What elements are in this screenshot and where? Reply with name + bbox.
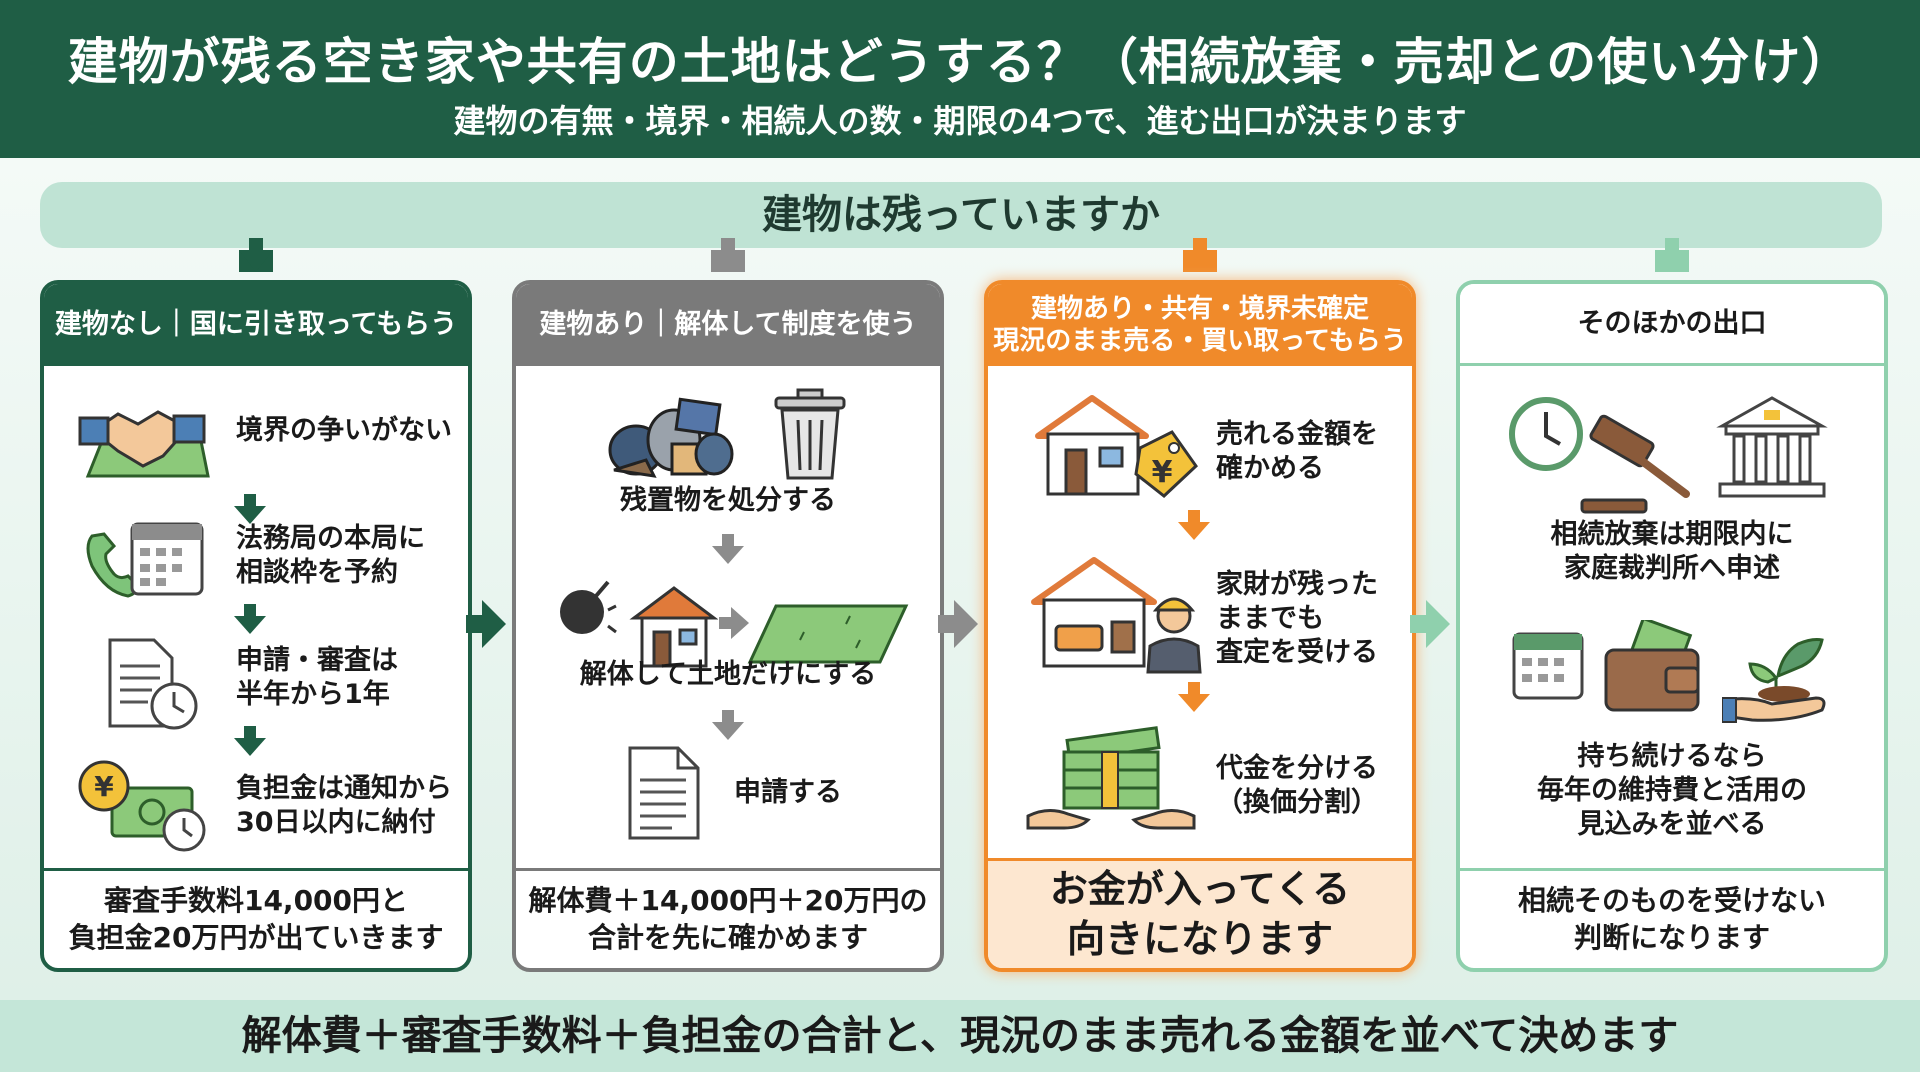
column-foot: 相続そのものを受けない 判断になります (1460, 868, 1884, 968)
column-head: そのほかの出口 (1460, 284, 1884, 366)
column-other-exits: そのほかの出口 相続放棄は期限内に 家庭裁判所へ申述 持ち続けるなら 毎年の維持… (1456, 280, 1888, 972)
house-furniture-worker-icon (1031, 557, 1202, 674)
money-hands-icon (1026, 726, 1196, 830)
flow-arrow-shaft-3 (1410, 615, 1428, 633)
wallet-icon (1604, 620, 1700, 712)
step-text: 解体して土地だけにする (579, 659, 877, 690)
step-arrow (234, 726, 266, 756)
document-icon (628, 746, 700, 840)
step-text: 負担金は通知から 30日以内に納付 (236, 773, 452, 838)
yen-money-clock-icon: ¥ (78, 760, 206, 852)
column-sell-as-is: 建物あり・共有・境界未確定 現況のまま売る・買い取ってもらう ¥ 売れる金額を … (984, 280, 1416, 972)
header: 建物が残る空き家や共有の土地はどうする？（相続放棄・売却との使い分け） 建物の有… (0, 0, 1920, 158)
column-foot: 解体費＋14,000円＋20万円の 合計を先に確かめます (516, 868, 940, 968)
column-no-building: 建物なし｜国に引き取ってもらう 境界の争いがない 法務局の本局に 相談枠を予約 … (40, 280, 472, 972)
land-icon (747, 604, 909, 664)
step-arrow (712, 710, 744, 740)
down-arrow-2 (711, 238, 745, 272)
column-head: 建物なし｜国に引き取ってもらう (44, 284, 468, 366)
flow-arrow-shaft-2 (938, 615, 956, 633)
sprout-hand-icon (1722, 638, 1826, 723)
wrecking-ball-house-icon (560, 580, 718, 668)
flow-arrow-3 (1426, 600, 1450, 648)
step-text: 持ち続けるなら 毎年の維持費と活用の 見込みを並べる (1537, 741, 1807, 840)
step-text: 申請・審査は 半年から1年 (236, 645, 398, 710)
trash-can-icon (774, 388, 846, 480)
step-text: 代金を分ける （換価分割） (1216, 753, 1378, 818)
document-clock-icon (108, 638, 198, 730)
step-text: 残置物を処分する (620, 485, 836, 516)
step-text: 法務局の本局に 相談枠を予約 (236, 523, 425, 588)
down-arrow-4 (1655, 238, 1689, 272)
step-text: 境界の争いがない (236, 415, 452, 446)
flow-arrow-shaft-1 (466, 615, 484, 633)
step-arrow (712, 534, 744, 564)
column-foot: お金が入ってくる 向きになります (988, 858, 1412, 968)
svg-text:¥: ¥ (1152, 455, 1173, 490)
garbage-bags-icon (608, 397, 734, 478)
step-arrow (1178, 682, 1210, 712)
column-head: 建物あり｜解体して制度を使う (516, 284, 940, 366)
gavel-icon (1580, 414, 1690, 514)
down-arrow-1 (239, 238, 273, 272)
step-text: 申請する (734, 777, 842, 808)
down-arrow-3 (1183, 238, 1217, 272)
step-text: 相続放棄は期限内に 家庭裁判所へ申述 (1550, 519, 1794, 584)
page-subtitle: 建物の有無・境界・相続人の数・期限の4つで、進む出口が決まります (453, 102, 1467, 140)
column-demolish: 建物あり｜解体して制度を使う 残置物を処分する 解体して土地だけにする 申請する (512, 280, 944, 972)
column-foot: 審査手数料14,000円と 負担金20万円が出ていきます (44, 868, 468, 968)
svg-text:¥: ¥ (94, 770, 114, 803)
step-arrow (234, 604, 266, 634)
step-text: 売れる金額を 確かめる (1216, 419, 1378, 484)
handshake-icon (78, 410, 210, 478)
phone-calendar-icon (86, 522, 204, 598)
step-arrow (234, 494, 266, 524)
flow-arrow-2 (954, 600, 978, 648)
question-banner: 建物は残っていますか (40, 182, 1882, 248)
flow-arrow-1 (482, 600, 506, 648)
step-arrow (1178, 510, 1210, 540)
clock-icon (1509, 397, 1583, 471)
step-text: 家財が残った ままでも 査定を受ける (1216, 569, 1378, 668)
calendar-icon (1512, 632, 1584, 700)
bottom-summary: 解体費＋審査手数料＋負担金の合計と、現況のまま売れる金額を並べて決めます (0, 1000, 1920, 1072)
courthouse-icon (1716, 396, 1828, 498)
house-price-tag-icon: ¥ (1035, 395, 1198, 498)
column-head: 建物あり・共有・境界未確定 現況のまま売る・買い取ってもらう (988, 284, 1412, 366)
page-title: 建物が残る空き家や共有の土地はどうする？（相続放棄・売却との使い分け） (67, 33, 1853, 91)
